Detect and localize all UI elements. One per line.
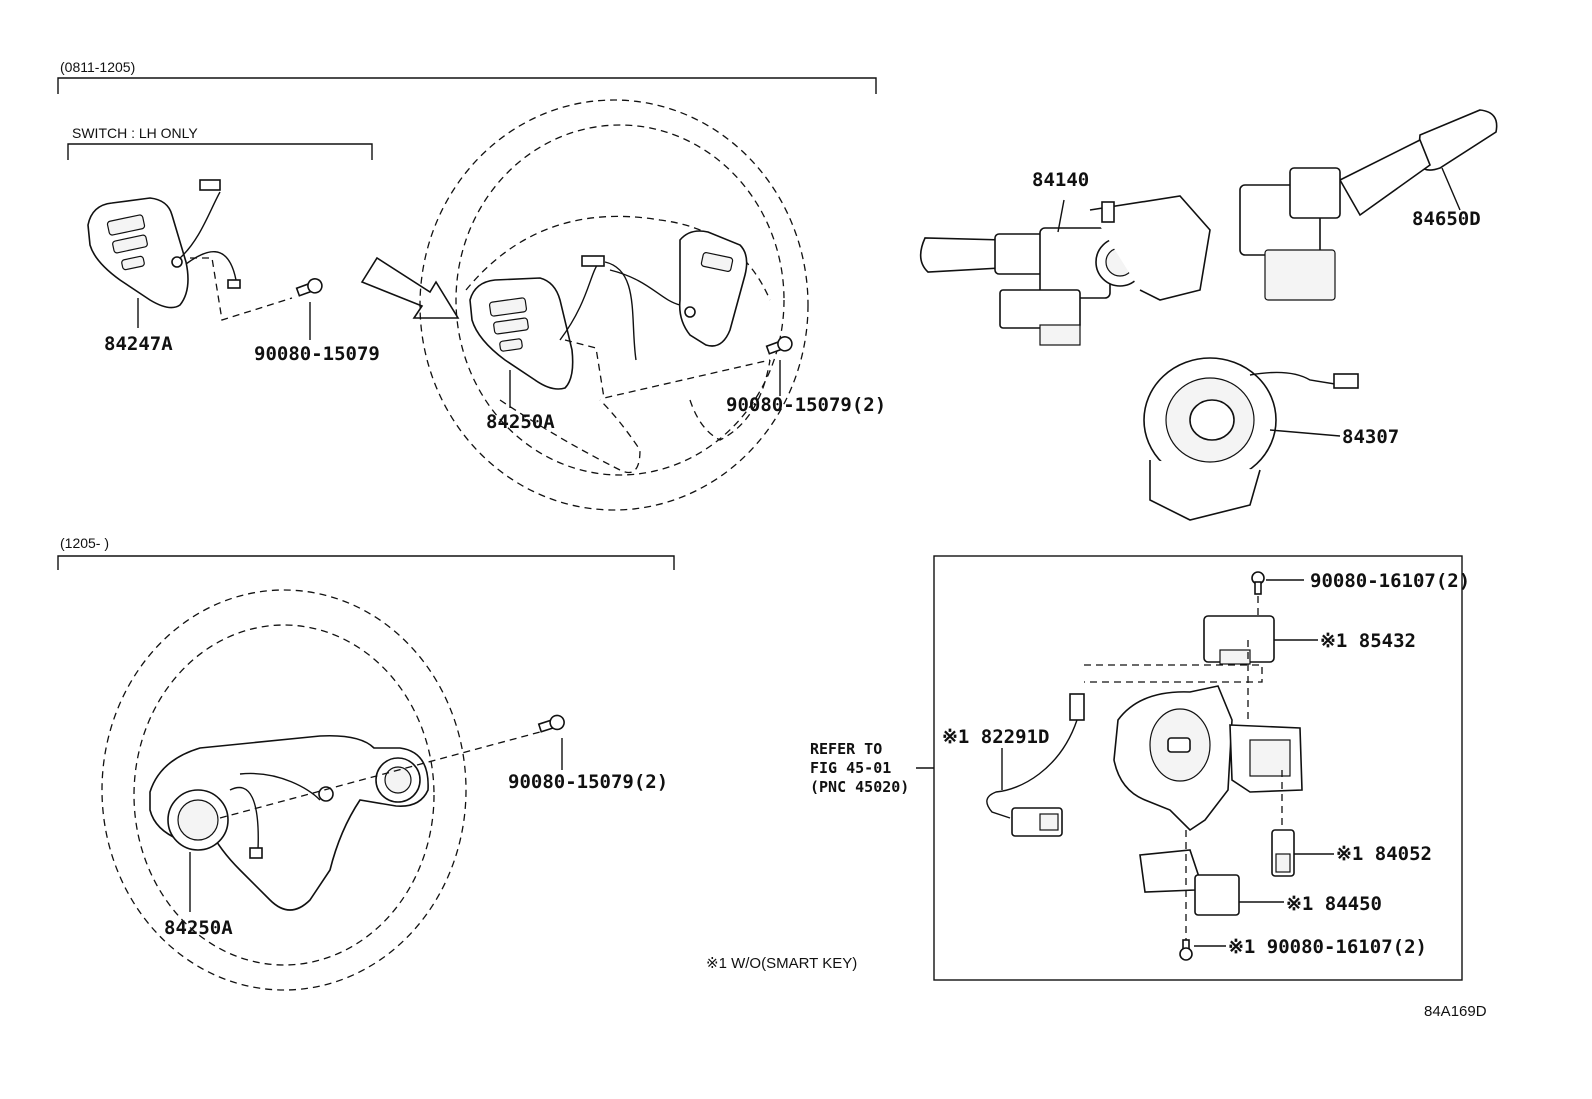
part-number-85432: ※1 85432 <box>1320 630 1416 652</box>
part-number-82291d: ※1 82291D <box>942 726 1049 748</box>
lock-assembly-box <box>933 555 1463 981</box>
part-number-90080-16107-2-top: 90080-16107(2) <box>1310 570 1470 592</box>
switch-note: SWITCH : LH ONLY <box>72 125 198 141</box>
part-number-90080-15079-2-top: 90080-15079(2) <box>726 394 886 416</box>
footnote-smart-key: ※1 W/O(SMART KEY) <box>706 955 857 972</box>
part-number-84450: ※1 84450 <box>1286 893 1382 915</box>
part-number-84650d: 84650D <box>1412 208 1481 230</box>
range-bracket-top <box>57 77 877 94</box>
switch-84247a-drawing <box>87 179 323 340</box>
part-number-84052: ※1 84052 <box>1336 843 1432 865</box>
range-label-top: (0811-1205) <box>60 59 135 75</box>
spiral-cable-84307-drawing <box>1143 357 1359 521</box>
diagram-id: 84A169D <box>1424 1003 1487 1020</box>
switch-84140-drawing <box>919 195 1211 346</box>
part-number-84250a-top: 84250A <box>486 411 555 433</box>
part-number-84247a: 84247A <box>104 333 173 355</box>
part-number-90080-15079: 90080-15079 <box>254 343 380 365</box>
switch-bracket <box>67 143 373 160</box>
part-number-84307: 84307 <box>1342 426 1399 448</box>
steering-wheel-top-drawing <box>419 99 809 511</box>
switch-84650d-drawing <box>1239 109 1498 301</box>
lock-assembly-drawing <box>986 571 1334 961</box>
direction-arrow <box>360 256 460 319</box>
refer-line-1: REFER TO <box>810 740 882 758</box>
steering-wheel-bottom-drawing <box>101 589 565 991</box>
range-bracket-bottom <box>57 555 675 570</box>
part-number-90080-16107-2-bottom: ※1 90080-16107(2) <box>1228 936 1427 958</box>
refer-line-2: FIG 45-01 <box>810 759 891 777</box>
range-label-bottom: (1205- ) <box>60 535 109 551</box>
refer-line-3: (PNC 45020) <box>810 778 909 796</box>
part-number-84140: 84140 <box>1032 169 1089 191</box>
part-number-90080-15079-2-bottom: 90080-15079(2) <box>508 771 668 793</box>
part-number-84250a-bottom: 84250A <box>164 917 233 939</box>
